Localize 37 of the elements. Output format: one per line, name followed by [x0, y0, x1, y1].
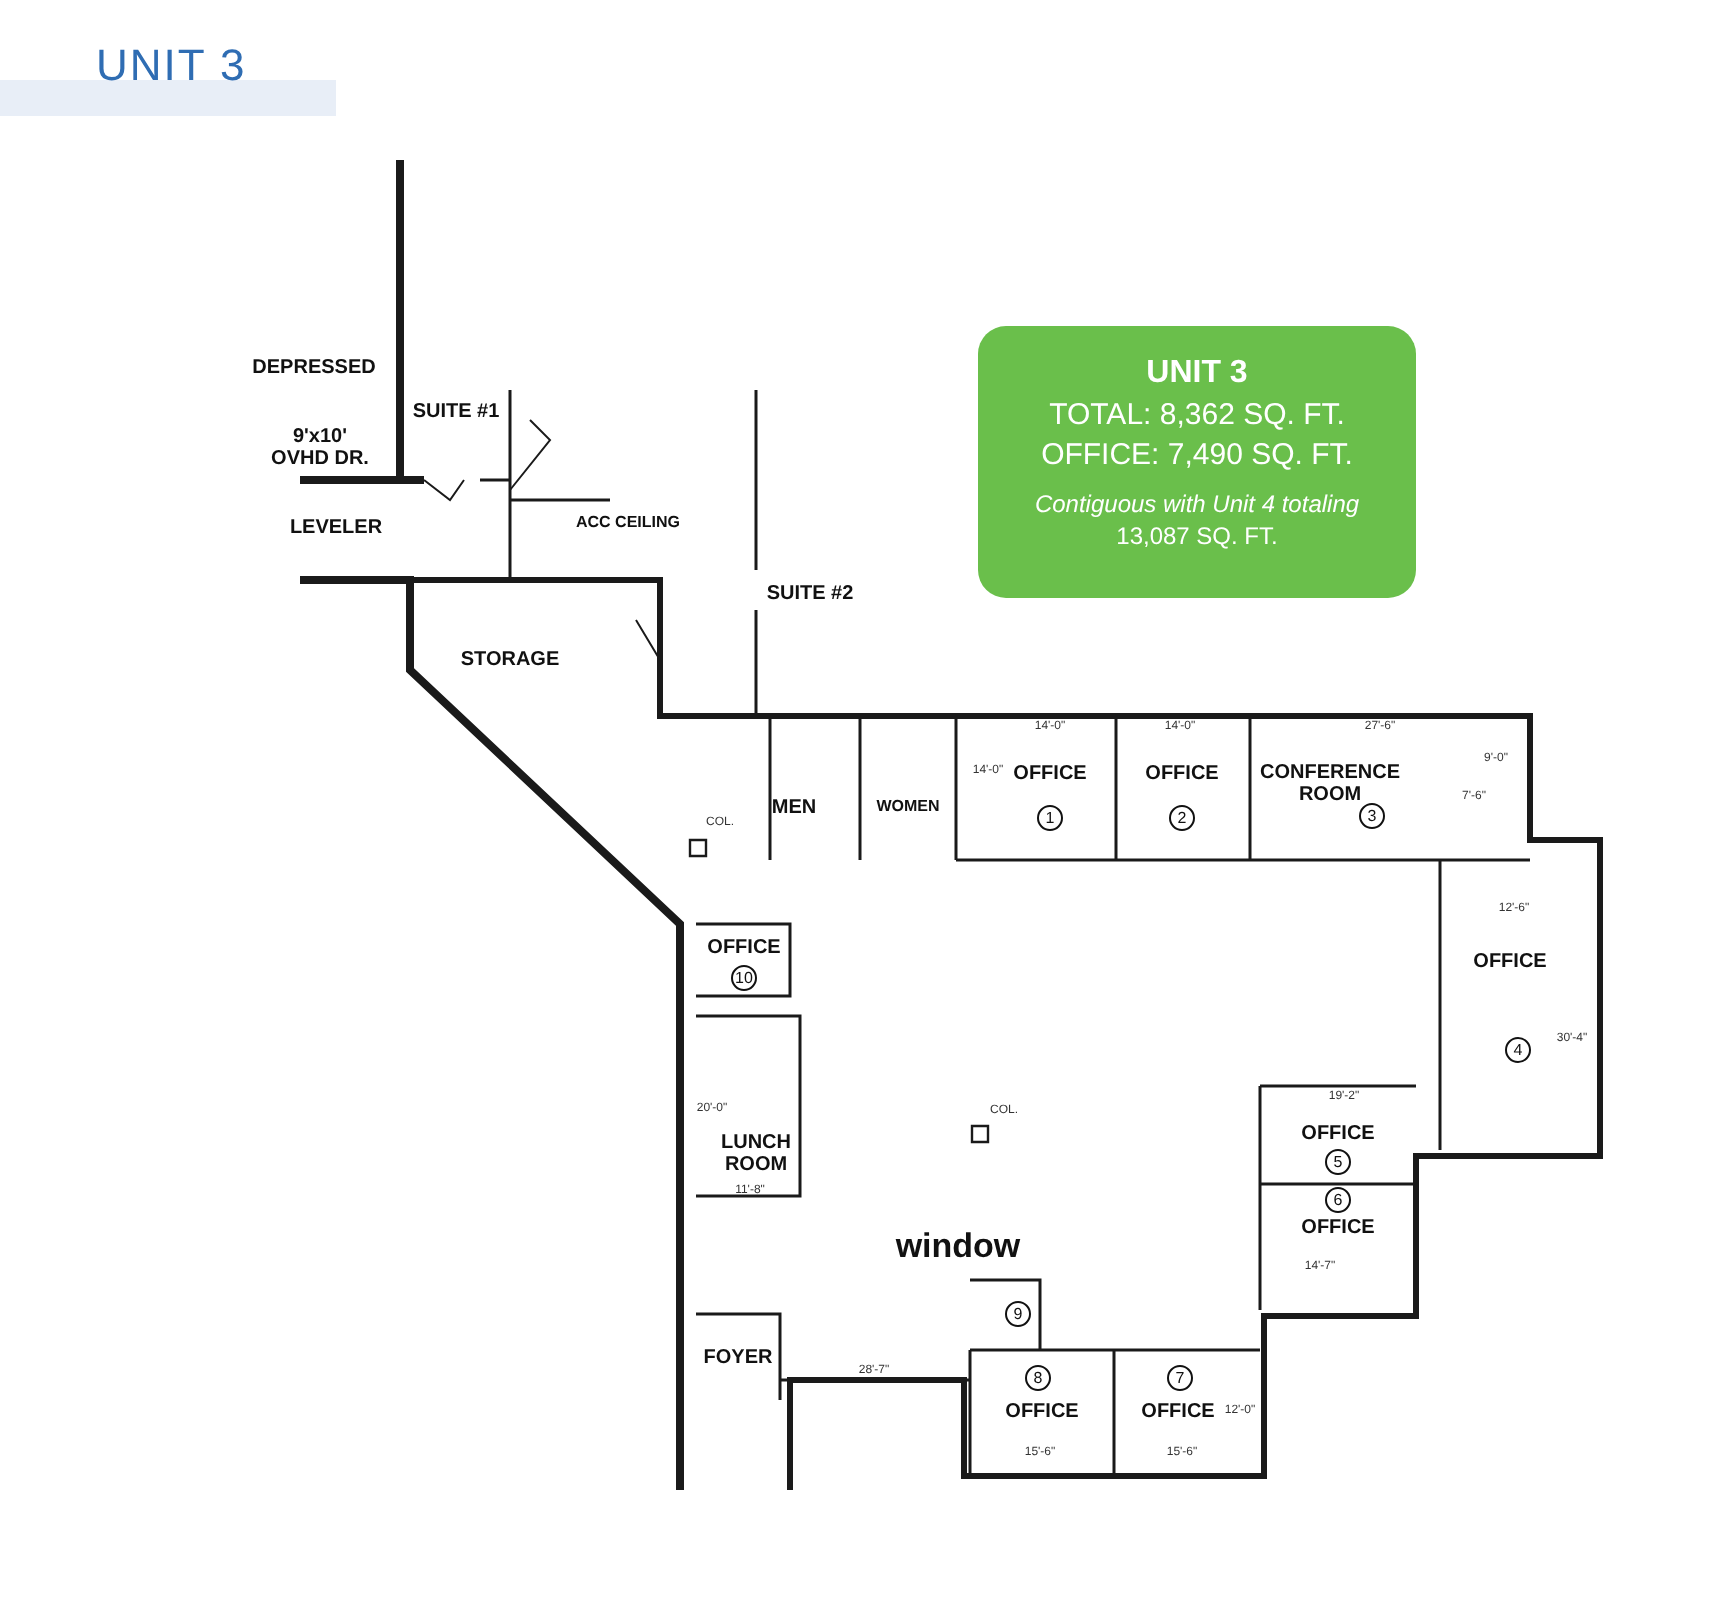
room-number: 9: [1005, 1301, 1031, 1327]
room-number: 4: [1505, 1037, 1531, 1063]
page-title: UNIT 3: [0, 44, 336, 116]
room-label: OFFICE: [1013, 763, 1087, 785]
room-number: 5: [1325, 1149, 1351, 1175]
room-number: 2: [1169, 805, 1195, 831]
room-label: FOYER: [703, 1347, 773, 1369]
room-label: LEVELER: [289, 517, 383, 539]
room-label: STORAGE: [460, 649, 560, 671]
room-label: OFFICE: [1141, 1401, 1215, 1423]
room-number: 6: [1325, 1187, 1351, 1213]
area-text: OFFICE: 7,490 SQ. FT.: [1041, 435, 1353, 476]
room-number: 1: [1037, 805, 1063, 831]
info-card: [978, 326, 1416, 598]
room-number: 10: [731, 965, 757, 991]
room-number: 8: [1025, 1365, 1051, 1391]
room-label: SUITE #2: [766, 583, 854, 605]
room-number: 3: [1359, 803, 1385, 829]
room-label: OFFICE: [1005, 1401, 1079, 1423]
room-label: OFFICE: [1145, 763, 1219, 785]
room-label: MEN: [771, 797, 817, 819]
room-number: 7: [1167, 1365, 1193, 1391]
room-note: ACC CEILING: [576, 515, 680, 533]
window-label: window: [895, 1229, 1021, 1267]
note-text: Contiguous with Unit 4 totaling 13,087 SQ. FT.: [1032, 488, 1362, 553]
room-label: SUITE #1: [412, 401, 500, 423]
room-label: OFFICE: [1301, 1123, 1375, 1145]
room-label: DEPRESSED: [252, 357, 376, 379]
card-heading: UNIT 3: [1146, 354, 1248, 394]
room-label: OFFICE: [707, 937, 781, 959]
room-label: 9'x10' OVHD DR.: [269, 426, 371, 470]
room-label: OFFICE: [1301, 1217, 1375, 1239]
area-text: TOTAL: 8,362 SQ. FT.: [1049, 395, 1345, 436]
room-label: LUNCH ROOM: [719, 1132, 793, 1176]
room-label: OFFICE: [1473, 951, 1547, 973]
room-label: CONFERENCE ROOM: [1257, 762, 1402, 806]
room-label: WOMEN: [876, 799, 940, 817]
